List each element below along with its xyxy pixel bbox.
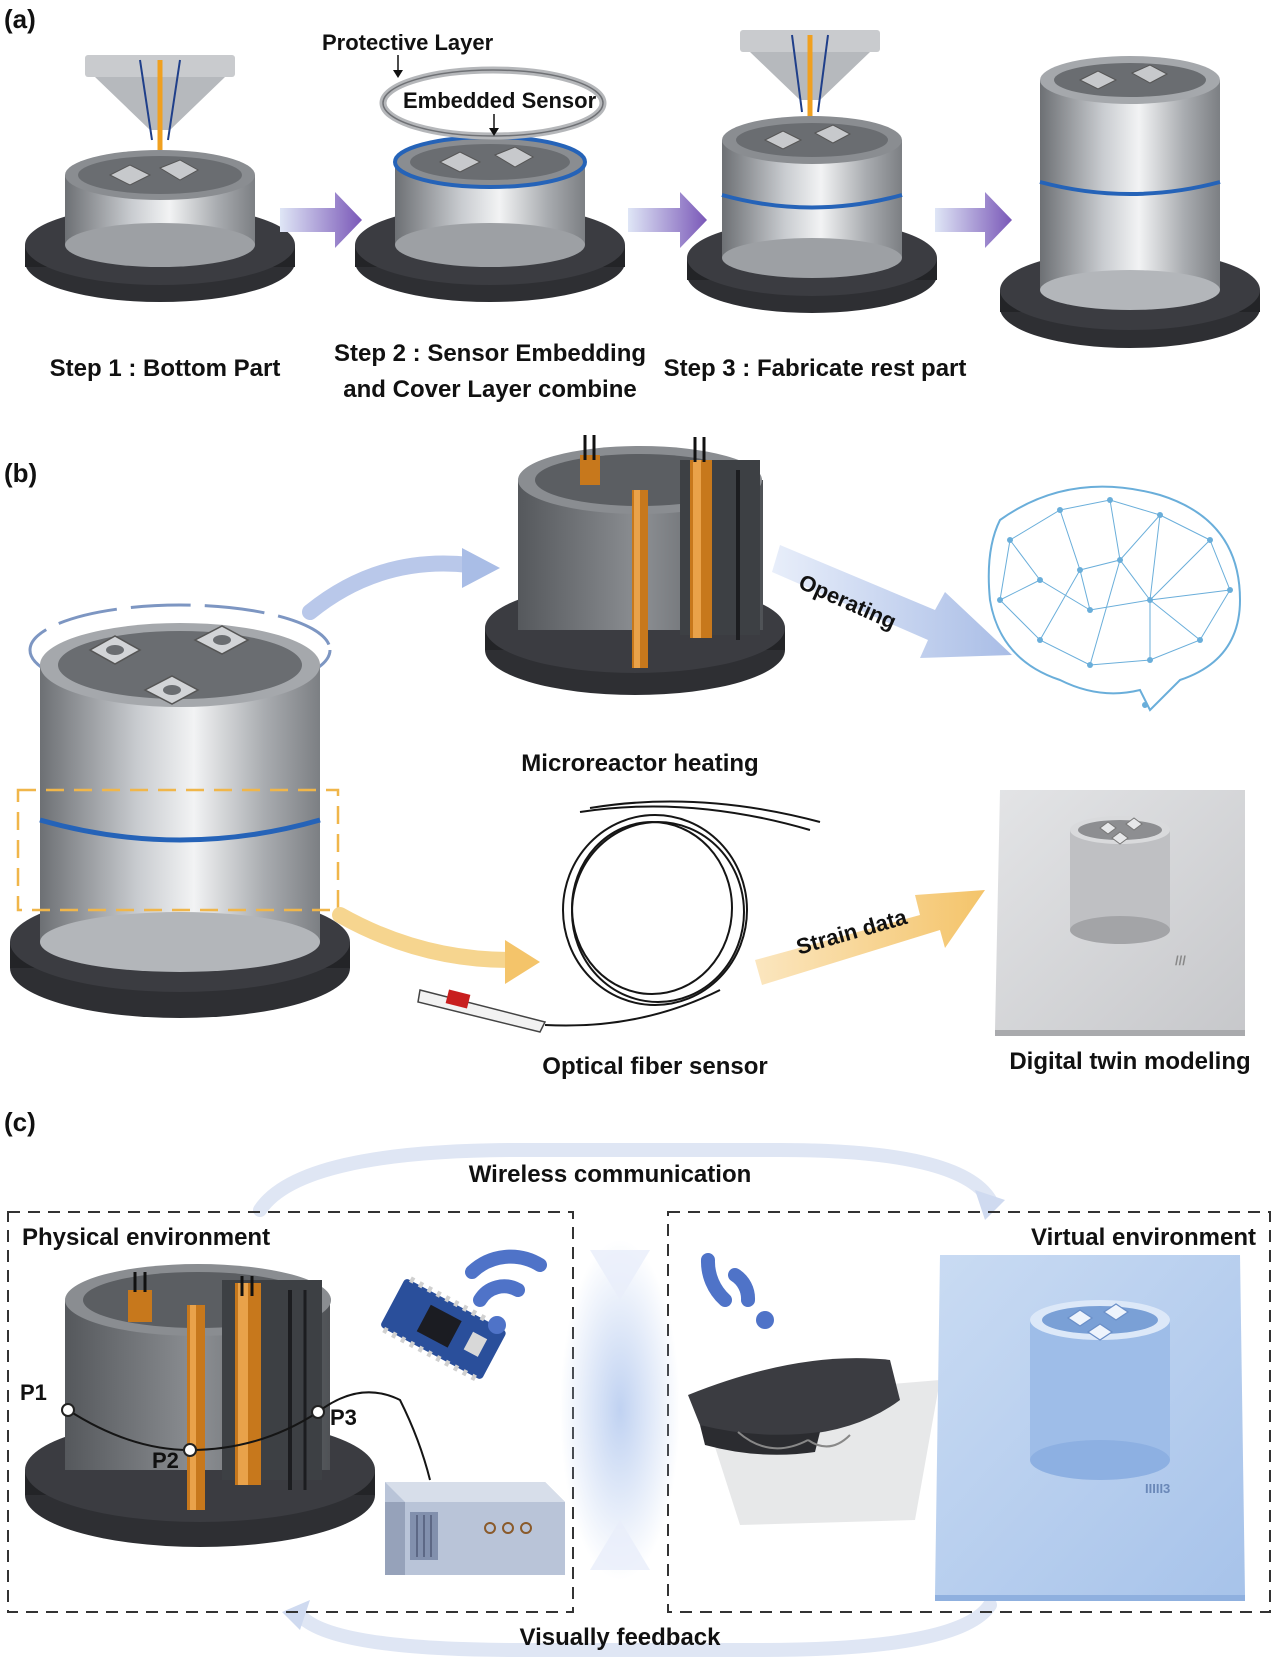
embedded-sensor-label: Embedded Sensor (403, 88, 597, 113)
optical-fiber-sensor-caption: Optical fiber sensor (542, 1053, 768, 1080)
p3-label: P3 (330, 1405, 357, 1430)
panel-a (25, 30, 1260, 348)
wifi-icon-virtual (701, 1253, 774, 1329)
physical-microreactor (25, 1264, 375, 1547)
sensor-embedding-part (355, 135, 625, 302)
svg-text:IIIII3: IIIII3 (1145, 1481, 1170, 1496)
step-arrow-1 (280, 192, 362, 248)
microcontroller-board-icon (381, 1276, 506, 1381)
panel-a-label: (a) (4, 4, 36, 34)
optical-fiber-coil (544, 800, 821, 1027)
wifi-icon-physical (465, 1249, 547, 1334)
microreactor-heating-caption: Microreactor heating (521, 750, 759, 777)
bottom-part (25, 150, 295, 302)
print-nozzle-3 (740, 30, 880, 118)
communication-glow (560, 1240, 680, 1580)
sensing-point-p3 (311, 1405, 325, 1419)
sensing-point-p1 (61, 1403, 75, 1417)
panel-b: /// (10, 435, 1245, 1036)
strain-data-arrow (755, 890, 985, 985)
print-nozzle-1 (85, 55, 235, 150)
step1-caption: Step 1 : Bottom Part (49, 355, 281, 382)
protective-layer-label: Protective Layer (322, 30, 494, 55)
rest-part (687, 116, 937, 313)
microreactor-heating-model (485, 435, 785, 695)
p1-label: P1 (20, 1380, 47, 1405)
sensing-point-p2 (183, 1443, 197, 1457)
brain-network-icon (987, 485, 1242, 712)
virtual-twin-model: IIIII3 (935, 1255, 1245, 1601)
visually-feedback-label: Visually feedback (519, 1624, 721, 1651)
microreactor-large (10, 603, 350, 1018)
step-arrow-2 (628, 192, 707, 248)
arrow-to-fiber (332, 907, 518, 968)
interrogator-device (385, 1482, 565, 1575)
panel-b-label: (b) (4, 458, 38, 488)
fiber-connector (417, 989, 547, 1033)
digital-twin-model: /// (995, 790, 1245, 1036)
digital-twin-modeling-caption: Digital twin modeling (1009, 1048, 1251, 1075)
ar-headset-icon (688, 1358, 940, 1525)
svg-text:///: /// (1175, 953, 1186, 968)
feedback-arc (293, 1598, 997, 1657)
step2-caption-line2: and Cover Layer combine (343, 376, 637, 403)
final-part (1000, 56, 1260, 348)
wireless-arc (253, 1143, 997, 1217)
p2-label: P2 (152, 1448, 179, 1473)
panel-c: IIIII3 (7, 1143, 1271, 1657)
operating-arrow (772, 545, 1012, 658)
step2-caption-line1: Step 2 : Sensor Embedding (333, 340, 647, 367)
wireless-communication-label: Wireless communication (468, 1161, 752, 1188)
virtual-environment-label: Virtual environment (1031, 1224, 1256, 1251)
step3-caption: Step 3 : Fabricate rest part (663, 355, 967, 382)
panel-c-label: (c) (4, 1107, 36, 1137)
arrow-to-heating (302, 555, 478, 620)
physical-environment-label: Physical environment (22, 1224, 271, 1251)
step-arrow-3 (935, 192, 1012, 248)
sensing-fiber (67, 1391, 431, 1481)
